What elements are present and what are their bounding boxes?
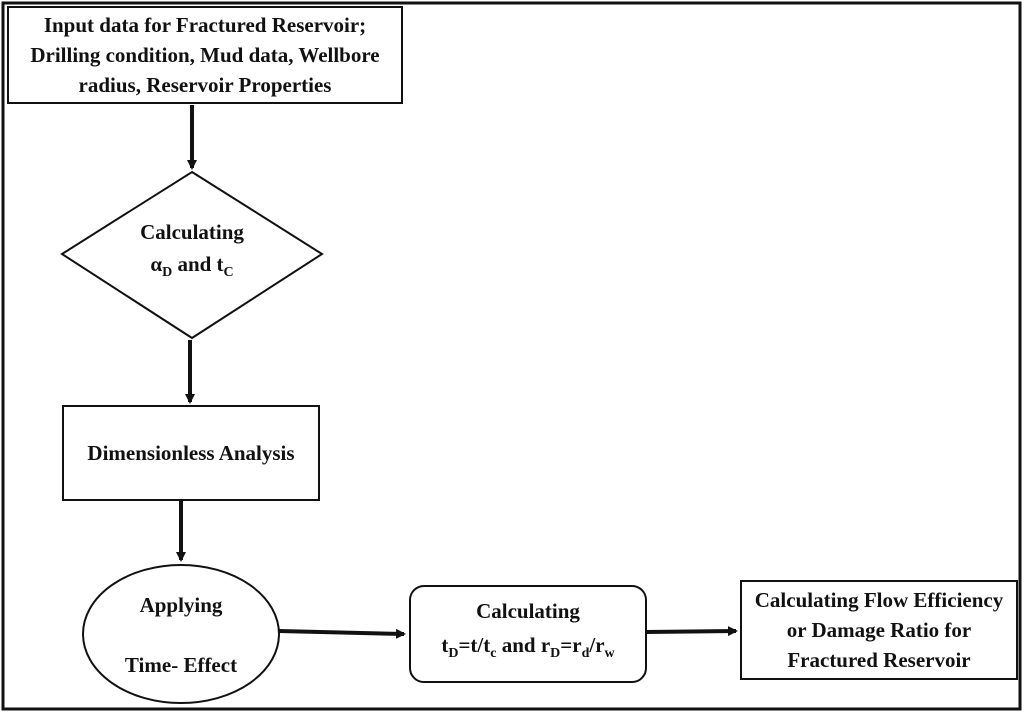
result-line-1: Calculating Flow Efficiency [754, 588, 1004, 612]
result-box: Calculating Flow Efficiency or Damage Ra… [740, 580, 1018, 680]
input-line-3: radius, Reservoir Properties [78, 73, 332, 97]
calc-t: t [441, 633, 449, 657]
dimensionless-analysis-label: Dimensionless Analysis [87, 441, 295, 465]
calc-r-sub-d-lower: d [581, 646, 590, 662]
result-line-2: or Damage Ratio for [786, 618, 972, 642]
calc-slash-r: /r [589, 633, 605, 657]
calc-box-shape [409, 585, 647, 683]
input-data-box: Input data for Fractured Reservoir; Dril… [7, 6, 403, 104]
alpha-subscript: D [162, 265, 173, 281]
calc-and-r: and r [496, 633, 551, 657]
calc-eq2: =r [560, 633, 582, 657]
and-t-text: and t [172, 252, 224, 276]
input-line-1: Input data for Fractured Reservoir; [43, 13, 367, 37]
calc-line-2: tD=t/tc and rD=rd/rw [410, 628, 646, 671]
calc-label: Calculating tD=t/tc and rD=rd/rw [410, 594, 646, 671]
arrow-calc-to-result [645, 626, 738, 637]
decision-diamond [60, 170, 324, 340]
calc-r-sub-w: w [604, 646, 615, 662]
t-subscript: C [223, 265, 234, 281]
decision-line-1: Calculating [140, 220, 244, 244]
arrow-applying-to-calc [278, 628, 406, 639]
applying-label: Applying Time- Effect [91, 590, 271, 680]
input-line-2: Drilling condition, Mud data, Wellbore [30, 43, 380, 67]
calc-line-1: Calculating [476, 599, 580, 623]
decision-label: Calculating αD and tC [112, 216, 272, 289]
alpha-symbol: α [150, 252, 163, 276]
calc-r-sub-d: D [550, 646, 561, 662]
calc-eq1: =t/t [458, 633, 491, 657]
calc-t-sub-d: D [448, 646, 459, 662]
applying-line-1: Applying [139, 593, 223, 617]
calc-t-sub-c: c [490, 646, 497, 662]
applying-line-2: Time- Effect [124, 653, 238, 677]
dimensionless-analysis-box: Dimensionless Analysis [62, 405, 320, 501]
applying-ellipse [82, 564, 280, 704]
result-line-3: Fractured Reservoir [787, 648, 971, 672]
decision-line-2: αD and tC [112, 248, 272, 289]
